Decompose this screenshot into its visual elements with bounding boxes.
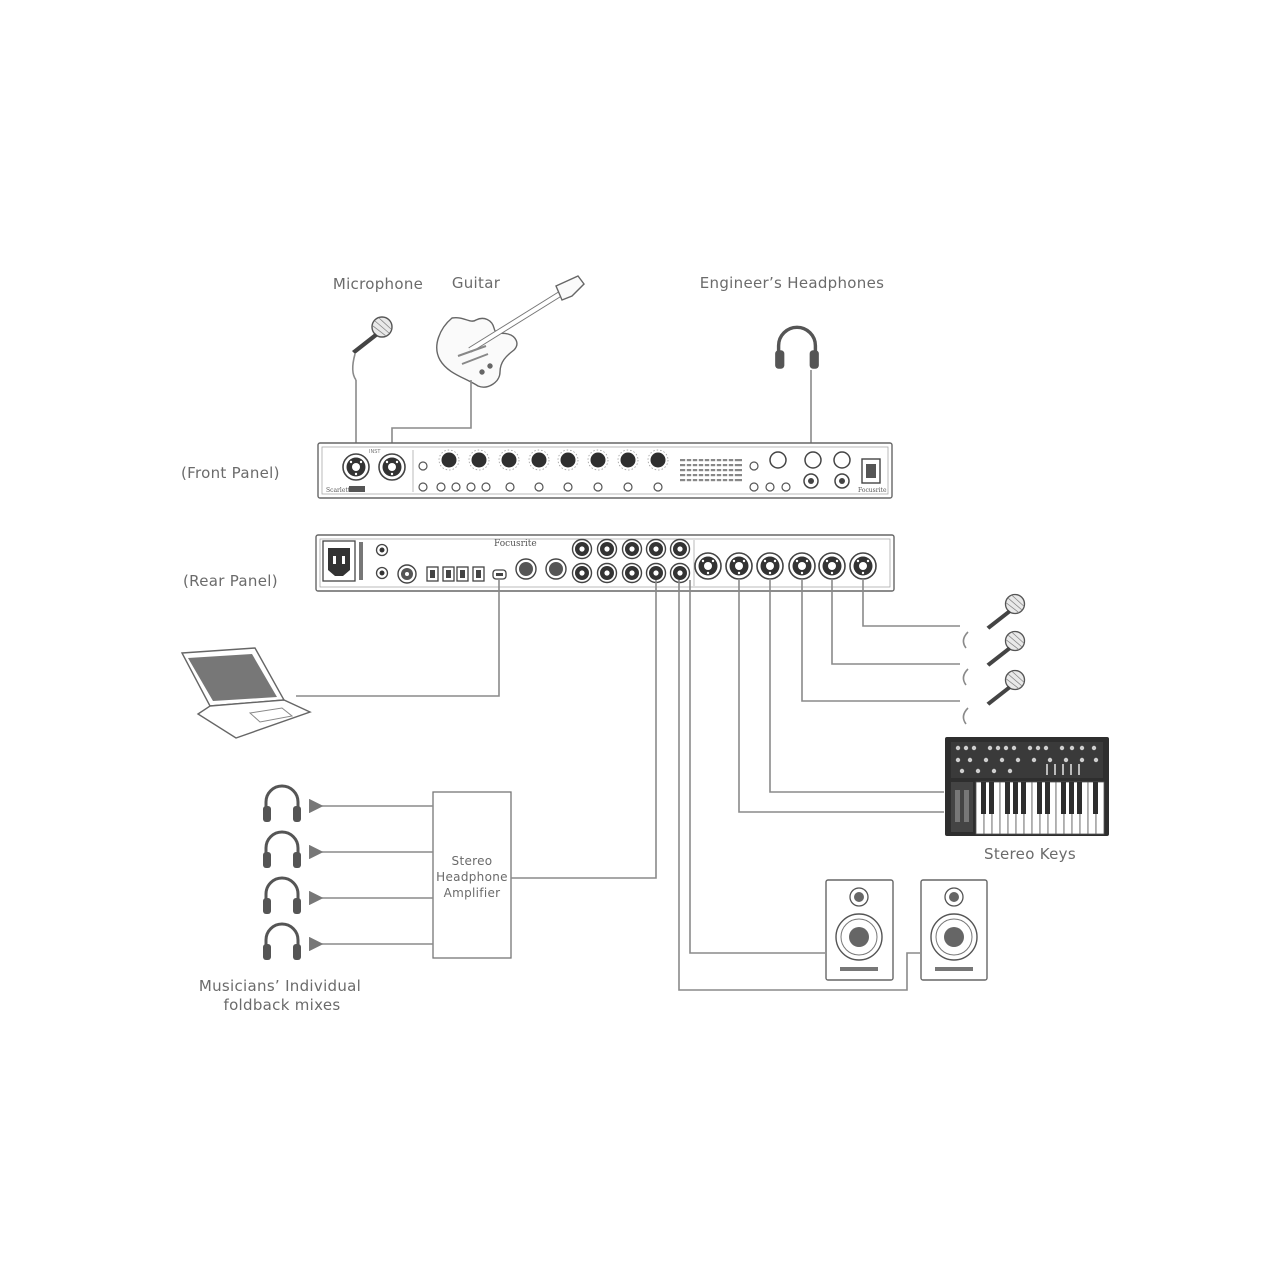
midi-ports <box>515 558 567 580</box>
monitor-section <box>749 451 851 492</box>
rear-microphone-2-icon <box>962 630 1026 686</box>
svg-text:INST: INST <box>369 449 381 455</box>
amplifier-label-line3: Amplifier <box>444 886 501 900</box>
power-switch <box>861 458 881 484</box>
right-speaker-cable <box>678 580 920 991</box>
word-clock-socket <box>397 564 417 584</box>
microphone-icon <box>351 316 393 381</box>
optical-ports <box>426 566 485 582</box>
keys-left-cable <box>769 579 944 793</box>
monitor-speaker-right <box>920 879 988 981</box>
musician-headphones-2-icon <box>261 830 303 870</box>
musician-headphones-3-icon <box>261 876 303 916</box>
engineer-headphones-label: Engineer’s Headphones <box>700 274 884 292</box>
front-panel-label: (Front Panel) <box>181 464 280 482</box>
rear-small-socket-1 <box>375 543 389 557</box>
stereo-keys-label: Stereo Keys <box>984 845 1076 863</box>
mic-2-cable <box>831 579 960 665</box>
mic-1-cable <box>862 579 960 627</box>
front-model-name: Scarlett <box>326 487 351 494</box>
monitor-speaker-left <box>825 879 894 981</box>
usb-port <box>492 569 507 580</box>
rear-microphone-3-icon <box>962 669 1026 725</box>
rear-small-socket-2 <box>375 566 389 580</box>
left-speaker-cable <box>689 580 825 954</box>
guitar-icon <box>436 275 585 388</box>
second-headphone-socket <box>834 473 850 489</box>
front-panel: INST Scarlett <box>317 442 893 499</box>
front-input-2-socket <box>378 453 406 481</box>
front-brand-logo: Focusrite <box>858 487 887 494</box>
musician-headphones-1-icon <box>261 784 303 824</box>
keys-right-cable <box>738 579 944 813</box>
guitar-label: Guitar <box>452 274 501 292</box>
headphone-amplifier: Stereo Headphone Amplifier <box>432 791 512 959</box>
rear-microphone-1-icon <box>962 593 1026 649</box>
mic-3-cable <box>801 579 960 702</box>
stereo-keys-synth <box>945 737 1109 836</box>
rear-panel-label: (Rear Panel) <box>183 572 278 590</box>
rear-brand-logo: Focusrite <box>494 539 537 549</box>
musicians-label-line2: foldback mixes <box>223 996 340 1014</box>
engineer-headphone-socket <box>803 473 819 489</box>
laptop-icon <box>180 647 312 739</box>
iec-power-inlet <box>322 540 363 582</box>
level-meters <box>679 458 743 484</box>
musicians-label-line1: Musicians’ Individual <box>199 977 361 995</box>
engineer-headphones-icon <box>773 325 821 371</box>
rear-panel: Focusrite <box>315 534 895 592</box>
amplifier-label-line1: Stereo <box>452 854 493 868</box>
microphone-label: Microphone <box>333 275 423 293</box>
amplifier-input-cable <box>511 580 657 879</box>
usb-cable <box>296 580 500 697</box>
musician-headphones-4-icon <box>261 922 303 962</box>
front-input-1-socket <box>342 453 370 481</box>
amplifier-label-line2: Headphone <box>436 870 508 884</box>
